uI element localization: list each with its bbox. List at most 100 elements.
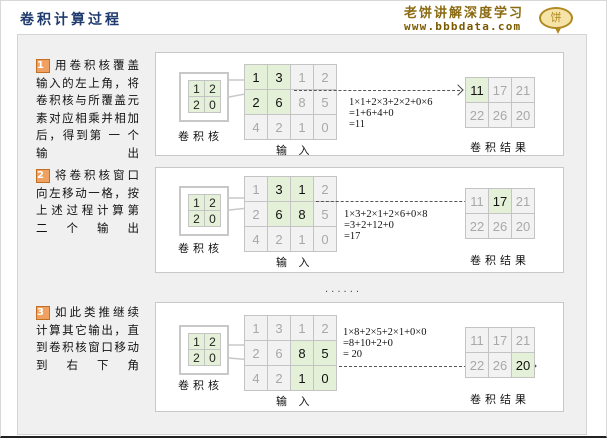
output-cell: 26 [488, 352, 512, 378]
input-cell: 3 [267, 315, 291, 341]
kernel-label: 卷积核 [178, 242, 223, 255]
output-cell: 22 [465, 352, 489, 378]
speech-bubble-icon: 饼 [539, 7, 573, 34]
formula: 1×8+2×5+2×1+0×0=8+10+2+0= 20 [343, 327, 426, 360]
kernel-cell: 1 [188, 333, 205, 350]
input-cell: 6 [267, 89, 291, 115]
callout-pointer [228, 197, 290, 211]
input-cell: 1 [290, 315, 314, 341]
input-cell: 8 [290, 89, 314, 115]
input-cell: 5 [313, 89, 337, 115]
step-3-text: 如此类推继续计算其它输出，直到卷积核窗口移动到右下角 [36, 305, 140, 372]
formula-line: 1×1+2×3+2×2+0×6 [349, 97, 433, 108]
input-label: 输 入 [276, 395, 314, 408]
output-cell: 11 [465, 327, 489, 353]
input-cell: 2 [267, 114, 291, 140]
input-cell: 2 [244, 89, 268, 115]
dashed-arrow-line [316, 201, 482, 202]
input-cell: 3 [267, 176, 291, 202]
input-cell: 0 [313, 226, 337, 252]
output-cell: 20 [511, 102, 535, 128]
formula-line: =8+10+2+0 [343, 338, 393, 349]
output-cell: 20 [511, 213, 535, 239]
input-cell: 6 [267, 201, 291, 227]
output-label: 卷积结果 [470, 141, 530, 154]
kernel-cell: 2 [204, 333, 221, 350]
dashed-arrow-line [339, 366, 532, 367]
input-cell: 4 [244, 114, 268, 140]
formula-line: =17 [344, 231, 361, 242]
input-cell: 2 [244, 201, 268, 227]
kernel-cell: 0 [204, 349, 221, 366]
input-cell: 3 [267, 64, 291, 90]
output-label: 卷积结果 [470, 393, 530, 406]
kernel-cell: 1 [188, 194, 205, 211]
output-cell: 11 [465, 77, 489, 103]
input-cell: 4 [244, 226, 268, 252]
output-cell: 22 [465, 102, 489, 128]
input-cell: 1 [290, 114, 314, 140]
kernel-cell: 2 [188, 210, 205, 227]
output-cell: 21 [511, 77, 535, 103]
input-label: 输 入 [276, 256, 314, 269]
callout-pointer [228, 344, 322, 367]
kernel-cell: 2 [204, 194, 221, 211]
step-number-badge: 1 [36, 59, 50, 73]
kernel-cell: 2 [204, 80, 221, 97]
input-cell: 6 [267, 340, 291, 366]
output-cell: 17 [488, 188, 512, 214]
dashed-arrow-line [294, 90, 460, 91]
kernel-cell: 1 [188, 80, 205, 97]
kernel-cell: 0 [204, 96, 221, 113]
input-cell: 2 [267, 226, 291, 252]
input-cell: 2 [313, 176, 337, 202]
output-cell: 17 [488, 327, 512, 353]
formula-line: =1+6+4+0 [349, 108, 394, 119]
input-cell: 0 [313, 365, 337, 391]
formula-line: 1×3+2×1+2×6+0×8 [344, 209, 428, 220]
page-title: 卷积计算过程 [20, 12, 122, 28]
kernel-label: 卷积核 [178, 379, 223, 392]
input-cell: 8 [290, 340, 314, 366]
brand-logo[interactable]: 老饼讲解深度学习 www.bbbdata.com [404, 6, 524, 33]
input-cell: 1 [290, 365, 314, 391]
input-cell: 8 [290, 201, 314, 227]
output-cell: 20 [511, 352, 535, 378]
kernel-cell: 0 [204, 210, 221, 227]
kernel-cell: 2 [188, 96, 205, 113]
output-cell: 11 [465, 188, 489, 214]
input-cell: 0 [313, 114, 337, 140]
input-cell: 1 [290, 64, 314, 90]
input-label: 输 入 [276, 144, 314, 157]
output-cell: 22 [465, 213, 489, 239]
output-cell: 17 [488, 77, 512, 103]
formula: 1×1+2×3+2×2+0×6=1+6+4+0=11 [349, 97, 432, 130]
input-cell: 1 [244, 315, 268, 341]
formula-line: = 20 [343, 349, 363, 360]
brand-url[interactable]: www.bbbdata.com [404, 20, 522, 33]
step-number-badge: 2 [36, 169, 50, 183]
formula: 1×3+2×1+2×6+0×8=3+2+12+0=17 [344, 209, 427, 242]
output-cell: 21 [511, 327, 535, 353]
input-cell: 5 [313, 201, 337, 227]
input-cell: 2 [313, 315, 337, 341]
input-cell: 1 [290, 226, 314, 252]
step-number-badge: 3 [36, 306, 50, 320]
input-cell: 1 [244, 64, 268, 90]
brand-name: 老饼讲解深度学习 [404, 6, 525, 21]
